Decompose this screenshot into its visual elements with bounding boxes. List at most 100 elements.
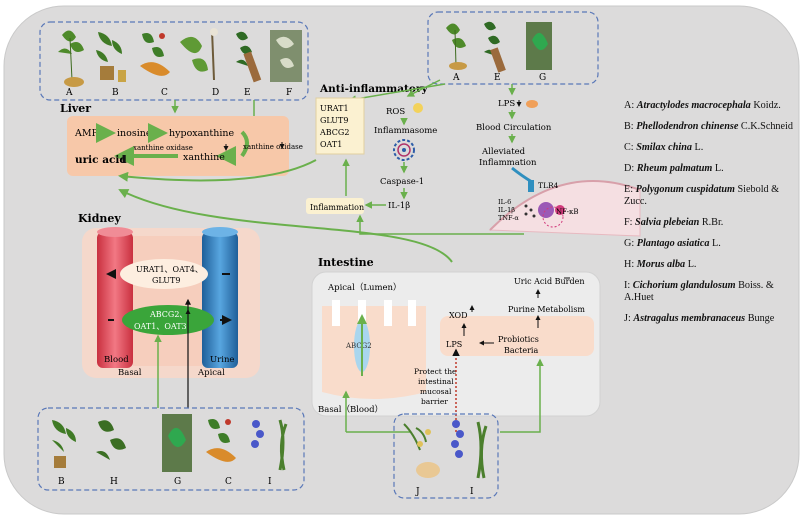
legend-item-J: J: Astragalus membranaceus Bunge [624,313,800,325]
legend-species: Astragalus membranaceus [633,313,746,325]
liver-xo-left: xanthine oxidase [133,144,193,152]
liver-xanthine: xanthine [183,152,225,163]
transporter-abcg2: ABCG2 [319,128,349,137]
legend-species: Cichorium glandulosum [632,279,736,291]
transporter-box: URAT1 GLUT9 ABCG2 OAT1 [315,97,365,155]
cytokine-il6: IL-6 [498,198,511,206]
herb-letter-A-anti: A [452,73,460,83]
herb-letter-C-liver: C [161,88,168,98]
transporter-urat1: URAT1 [320,104,349,113]
transporter-oat1: OAT1 [320,140,342,149]
purine-label: Purine Metabolism [508,305,585,314]
herb-image-C-liver [140,33,170,76]
inflammation-label: Inflammation [310,203,364,212]
liver-inosine: inosine [117,128,152,139]
reabsorption-ellipse [120,259,208,289]
gut-microbiota-box [440,316,594,356]
reabsorb-transporters-1: URAT1、OAT4、 [136,265,203,274]
kidney-herb-panel: B H G C I [37,407,305,491]
legend-item-E: E: Polygonum cuspidatum Siebold & Zucc. [624,184,800,209]
herb-letter-E-liver: E [244,88,251,98]
herb-letter-B-kidney: B [58,477,65,487]
alleviated-label-1: Alleviated [481,147,526,157]
herb-image-C-kidney [206,419,236,462]
protect-label-4: barrier [421,397,448,406]
legend-code: I: [624,279,631,291]
legend-item-A: A: Atractylodes macrocephala Koidz. [624,100,800,112]
legend-code: J: [624,313,631,325]
probiotics-label: Probiotics [498,335,539,344]
herb-letter-D-liver: D [212,88,219,98]
herb-image-B-liver [96,32,126,82]
xod-label: XOD [449,311,468,320]
herb-letter-A-liver: A [65,88,73,98]
herb-letter-C-kidney: C [225,477,232,487]
legend-author: L. [714,162,724,174]
il1b-label: IL-1β [388,201,410,211]
herb-letter-I-intestine: I [470,487,474,497]
reabsorb-transporters-2: GLUT9 [152,276,180,285]
intestine-herb-panel: J I [393,413,499,499]
legend-item-C: C: Smilax china L. [624,142,800,154]
nfkb-label: NF-κB [556,208,579,216]
herb-letter-B-liver: B [112,88,119,98]
legend-species: Polygonum cuspidatum [635,183,735,195]
legend-item-D: D: Rheum palmatum L. [624,163,800,175]
bacteria-label: Bacteria [504,346,538,355]
basal-blood-label: Basal（Blood） [318,404,383,415]
blood-vessel [97,232,133,368]
legend-code: F: [624,217,633,229]
arrow-intestine-to-liver [118,189,453,263]
inflammasome-label: Inflammasome [374,126,437,136]
protect-label-1: Protect the [414,367,457,376]
cell-tlr4: TLR4 NF-κB IL-6 IL-1β TNF-α [488,166,641,237]
herb-image-A-anti [446,23,467,70]
herb-image-J-intestine [403,423,440,478]
legend-code: H: [624,259,635,270]
liver-section: Liver AMP inosine hypoxanthine xanthine … [60,102,303,176]
secrete-transporters-2: OAT1、OAT3 [134,322,187,331]
legend-item-F: F: Salvia plebeian R.Br. [624,217,800,229]
kidney-section: Kidney URAT1、OAT4、 GLUT9 ABCG2、 OAT1、OAT… [78,212,260,378]
inflammation-box: Inflammation [306,198,364,214]
legend-author: Boiss. & A.Huet [624,279,774,304]
urine-label: Urine [210,355,234,365]
legend-code: E: [624,183,634,195]
protect-label-2: intestinal [418,377,454,386]
inflammasome-icon [393,139,415,161]
legend-code: D: [624,162,635,174]
legend-author: L. [687,259,697,270]
herb-letter-J-intestine: J [415,487,420,497]
lps-icon [526,100,538,108]
legend-code: G: [624,238,635,250]
ros-icon [413,103,423,113]
herb-image-B-kidney [52,420,76,468]
legend-code: C: [624,141,634,153]
herb-image-E-anti [484,21,506,73]
herb-image-E-liver [236,31,262,83]
liver-title: Liver [60,102,91,115]
legend-species: Atractylodes macrocephala [636,100,751,111]
intestine-section: Intestine Apical（Lumen） ABCG2 Basal（Bloo… [311,256,601,417]
legend-author: Koidz. [753,100,781,111]
liver-hypoxanthine: hypoxanthine [169,128,235,139]
tlr4-label: TLR4 [538,181,559,190]
legend-item-H: H: Morus alba L. [624,259,800,271]
herb-image-D-liver [180,28,218,81]
legend-item-G: G: Plantago asiatica L. [624,238,800,250]
cytokine-il1b: IL-1β [498,206,515,214]
intestine-title: Intestine [318,256,374,269]
nfkb-icon [538,202,554,218]
legend-species: Salvia plebeian [635,217,700,229]
secretion-ellipse [122,305,214,335]
enterocyte-layer [322,306,426,399]
herb-image-I-kidney [251,419,288,471]
basal-label-kidney: Basal [118,368,142,378]
herb-letter-I-kidney: I [268,477,272,487]
caspase-label: Caspase-1 [380,177,424,187]
legend-author: C.K.Schneid [740,120,793,132]
legend-author: L. [694,141,704,153]
herb-letter-G-anti: G [539,73,546,83]
